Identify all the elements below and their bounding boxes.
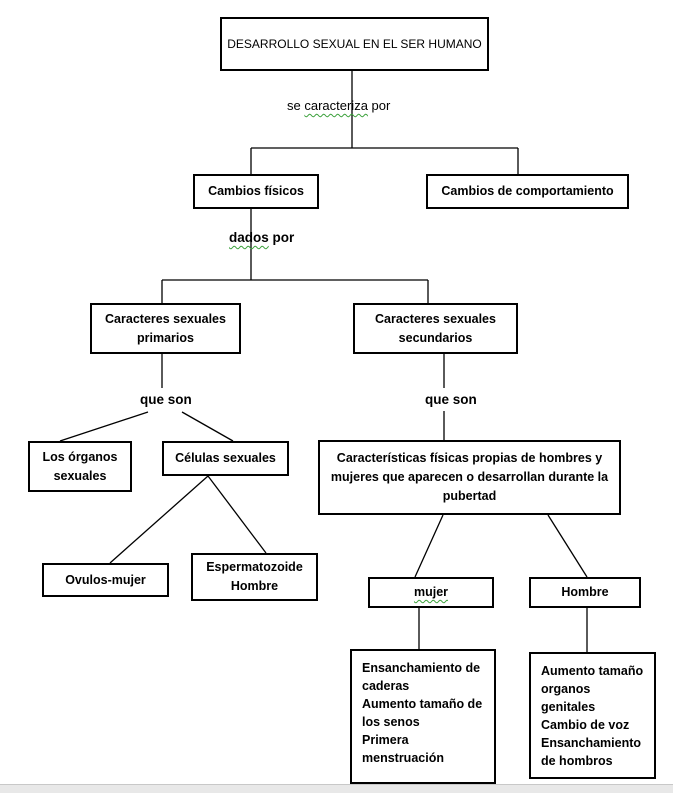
node-label: Caracteres sexuales primarios <box>105 311 226 345</box>
node-label: Caracteres sexuales secundarios <box>375 311 496 345</box>
node-hombre-list: Aumento tamaño organos genitales Cambio … <box>529 652 656 779</box>
connector <box>181 411 234 442</box>
link-label-part: que son <box>140 392 192 407</box>
bottom-edge-strip <box>0 784 673 793</box>
link-label-part: caracteriza <box>304 98 368 113</box>
node-cambios-comportamiento: Cambios de comportamiento <box>426 174 629 209</box>
node-label: Cambios de comportamiento <box>441 184 614 198</box>
node-label: mujer <box>413 585 449 599</box>
node-mujer: mujer <box>368 577 494 608</box>
link-label-part: por <box>367 98 391 113</box>
link-label-que-son-right: que son <box>425 392 477 407</box>
node-espermatozoide-hombre: Espermatozoide Hombre <box>191 553 318 601</box>
node-caracteres-primarios: Caracteres sexuales primarios <box>90 303 241 354</box>
link-label-part: dados <box>229 230 269 245</box>
node-caracteres-secundarios: Caracteres sexuales secundarios <box>353 303 518 354</box>
link-label-se-caracteriza-por: se caracteriza por <box>287 98 390 113</box>
node-organos-sexuales: Los órganos sexuales <box>28 441 132 492</box>
list-item: Aumento tamaño de los senos <box>362 697 483 729</box>
node-label: Hombre <box>561 585 609 599</box>
node-label: Espermatozoide Hombre <box>206 560 303 593</box>
link-label-que-son-left: que son <box>140 392 192 407</box>
root-node: DESARROLLO SEXUAL EN EL SER HUMANO <box>220 17 489 71</box>
node-cambios-fisicos: Cambios físicos <box>193 174 319 209</box>
node-mujer-list: Ensanchamiento de caderas Aumento tamaño… <box>350 649 496 784</box>
node-caracteristicas-fisicas: Características físicas propias de hombr… <box>318 440 621 515</box>
connector <box>547 514 588 578</box>
node-label: Cambios físicos <box>208 184 304 198</box>
root-node-label: DESARROLLO SEXUAL EN EL SER HUMANO <box>227 36 482 51</box>
list-item: Ensanchamiento de caderas <box>362 661 481 693</box>
node-label: Ovulos-mujer <box>65 572 146 587</box>
link-label-part: por <box>268 230 295 245</box>
connector <box>414 514 444 578</box>
connector <box>207 475 267 554</box>
node-label: Células sexuales <box>175 451 276 465</box>
connector <box>109 475 209 564</box>
list-item: Primera menstruación <box>362 733 444 765</box>
node-ovulos-mujer: Ovulos-mujer <box>42 563 169 597</box>
link-label-part: que son <box>425 392 477 407</box>
connector <box>59 411 149 442</box>
node-celulas-sexuales: Células sexuales <box>162 441 289 476</box>
node-label: Características físicas propias de hombr… <box>330 451 609 503</box>
list-item: Aumento tamaño organos genitales <box>541 664 644 714</box>
link-label-part: se <box>287 98 305 113</box>
node-hombre: Hombre <box>529 577 641 608</box>
list-item: Cambio de voz <box>541 718 630 732</box>
node-label: Los órganos sexuales <box>42 449 118 483</box>
list-item: Ensanchamiento de hombros <box>541 736 642 768</box>
link-label-dados-por: dados por <box>229 230 294 245</box>
